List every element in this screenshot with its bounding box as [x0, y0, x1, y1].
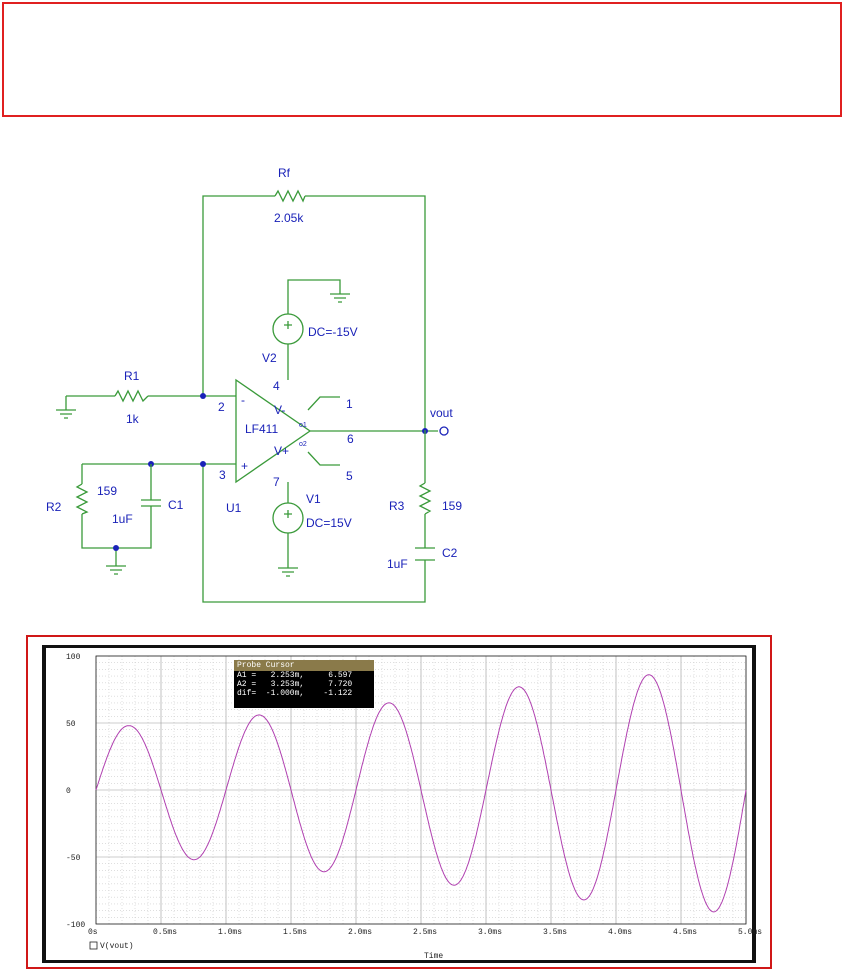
svg-text:V+: V+ [274, 444, 289, 458]
opamp-body [235, 378, 312, 484]
y-tick-label: 50 [66, 720, 76, 729]
svg-text:R3: R3 [389, 499, 405, 513]
svg-text:DC=15V: DC=15V [306, 516, 352, 530]
svg-text:1uF: 1uF [387, 557, 408, 571]
x-tick-label: 0.5ms [153, 928, 177, 937]
circuit-schematic: Rf 2.05k R1 1k 2 3 - + V- V+ LF411 o1 o2… [46, 166, 462, 603]
svg-text:C1: C1 [168, 498, 184, 512]
rf-ref: Rf [278, 166, 291, 180]
v1-source [272, 502, 304, 534]
svg-text:V-: V- [274, 403, 285, 417]
x-tick-label: 2.0ms [348, 928, 372, 937]
cursor-row-dif: dif= -1.000m, -1.122 [237, 689, 353, 698]
cursor-row-a2: A2 = 3.253m, 7.720 [237, 680, 353, 689]
y-tick-label: -50 [66, 854, 81, 863]
svg-text:2: 2 [218, 400, 225, 414]
r1-resistor [114, 389, 149, 403]
svg-text:3: 3 [219, 468, 226, 482]
r1-value: 1k [126, 412, 140, 426]
x-tick-label: 1.5ms [283, 928, 307, 937]
x-tick-label: 3.0ms [478, 928, 502, 937]
probe-cursor-panel[interactable]: Probe Cursor A1 = 2.253m, 6.597 A2 = 3.2… [234, 660, 374, 708]
r1-ref: R1 [124, 369, 140, 383]
x-tick-label: 1.0ms [218, 928, 242, 937]
svg-text:1uF: 1uF [112, 512, 133, 526]
x-tick-label: 5.0ms [738, 928, 762, 937]
svg-text:159: 159 [97, 484, 117, 498]
svg-text:5: 5 [346, 469, 353, 483]
opamp-part: LF411 [245, 422, 278, 436]
y-tick-label: 100 [66, 653, 81, 662]
c1-capacitor [141, 499, 161, 514]
y-tick-label: 0 [66, 787, 71, 796]
x-tick-label: 3.5ms [543, 928, 567, 937]
svg-text:+: + [241, 459, 248, 473]
opamp-ref: U1 [226, 501, 242, 515]
cursor-row-a1: A1 = 2.253m, 6.597 [237, 671, 353, 680]
r2-resistor [75, 483, 89, 515]
r3-resistor [418, 482, 432, 515]
x-tick-label: 4.0ms [608, 928, 632, 937]
svg-text:7: 7 [273, 475, 280, 489]
probe-cursor-title: Probe Cursor [234, 660, 374, 671]
svg-text:R2: R2 [46, 500, 62, 514]
v2-source [272, 313, 304, 345]
header-box [2, 2, 842, 117]
x-tick-label: 4.5ms [673, 928, 697, 937]
svg-text:4: 4 [273, 379, 280, 393]
svg-text:-: - [241, 393, 245, 407]
svg-text:o2: o2 [299, 441, 307, 448]
legend-entry: V(vout) [100, 942, 134, 951]
vout-label: vout [430, 406, 453, 420]
legend-marker [89, 941, 98, 950]
svg-text:C2: C2 [442, 546, 458, 560]
rf-value: 2.05k [274, 211, 304, 225]
vout-trace [95, 674, 747, 913]
x-tick-label: 0s [88, 928, 98, 937]
svg-text:6: 6 [347, 432, 354, 446]
rf-resistor [274, 189, 306, 203]
c2-capacitor [415, 547, 435, 561]
svg-text:159: 159 [442, 499, 462, 513]
svg-text:V2: V2 [262, 351, 277, 365]
svg-text:1: 1 [346, 397, 353, 411]
svg-text:V1: V1 [306, 492, 321, 506]
x-axis-label: Time [424, 952, 443, 961]
y-tick-label: -100 [66, 921, 85, 930]
x-tick-label: 2.5ms [413, 928, 437, 937]
svg-text:DC=-15V: DC=-15V [308, 325, 358, 339]
waveform-plot: 0s 0.5ms 1.0ms 1.5ms 2.0ms 2.5ms 3.0ms 3.5ms 4.0… [66, 653, 762, 961]
svg-text:o1: o1 [299, 422, 307, 429]
